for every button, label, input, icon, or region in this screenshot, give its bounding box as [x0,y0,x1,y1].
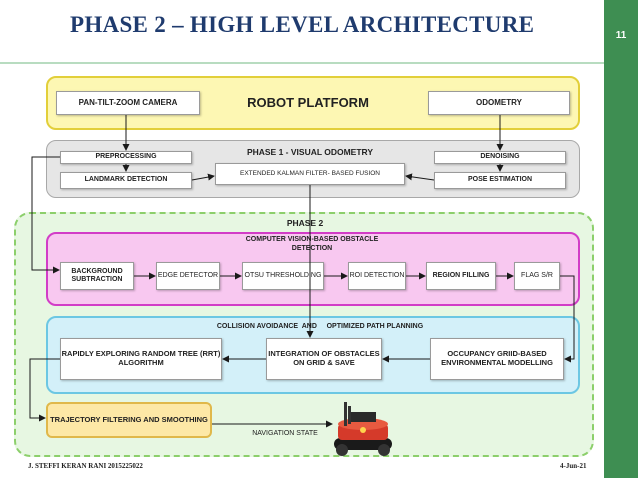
slide-number: 11 [615,30,627,41]
ekf-fusion-box: EXTENDED KALMAN FILTER- BASED FUSION [215,163,405,185]
edge-detector-box: EDGE DETECTOR [156,262,220,290]
odometry-box: ODOMETRY [428,91,570,115]
cv-detection-label: COMPUTER VISION-BASED OBSTACLE DETECTION [245,236,379,252]
camera-box: PAN-TILT-ZOOM CAMERA [56,91,200,115]
trajectory-box [46,402,212,438]
background-subtraction-box: BACKGROUND SUBTRACTION [60,262,134,290]
footer-author: J. STEFFI KERAN RANI 2015225022 [28,462,143,470]
slide-number-bar [604,0,638,478]
title-bar: PHASE 2 – HIGH LEVEL ARCHITECTURE [0,0,604,64]
phase1-label: PHASE 1 - VISUAL ODOMETRY [246,147,374,157]
occupancy-box: OCCUPANCY GRIID-BASED ENVIRONMENTAL MODE… [430,338,564,380]
trajectory-label: TRAJECTORY FILTERING AND SMOOTHING [50,414,208,424]
slide-title: PHASE 2 – HIGH LEVEL ARCHITECTURE [70,12,535,37]
roi-detection-box: ROI DETECTION [348,262,406,290]
preprocessing-box: PREPROCESSING [60,151,192,164]
phase2-label: PHASE 2 [286,218,324,228]
rrt-box: RAPIDLY EXPLORING RANDOM TREE (RRT) ALGO… [60,338,222,380]
path-planning-label: COLLISION AVOIDANCE AND OPTIMIZED PATH P… [216,323,424,330]
navigation-state-label: NAVIGATION STATE [252,430,318,437]
pose-estimation-box: POSE ESTIMATION [434,172,566,189]
robot-platform-label: ROBOT PLATFORM [247,95,369,110]
footer-date: 4-Jun-21 [560,462,587,470]
flag-box: FLAG S/R [514,262,560,290]
robot-image [334,402,392,456]
landmark-detection-box: LANDMARK DETECTION [60,172,192,189]
integration-box: INTEGRATION OF OBSTACLES ON GRID & SAVE [266,338,382,380]
region-filling-box: REGION FILLING [426,262,496,290]
denoising-box: DENOISING [434,151,566,164]
